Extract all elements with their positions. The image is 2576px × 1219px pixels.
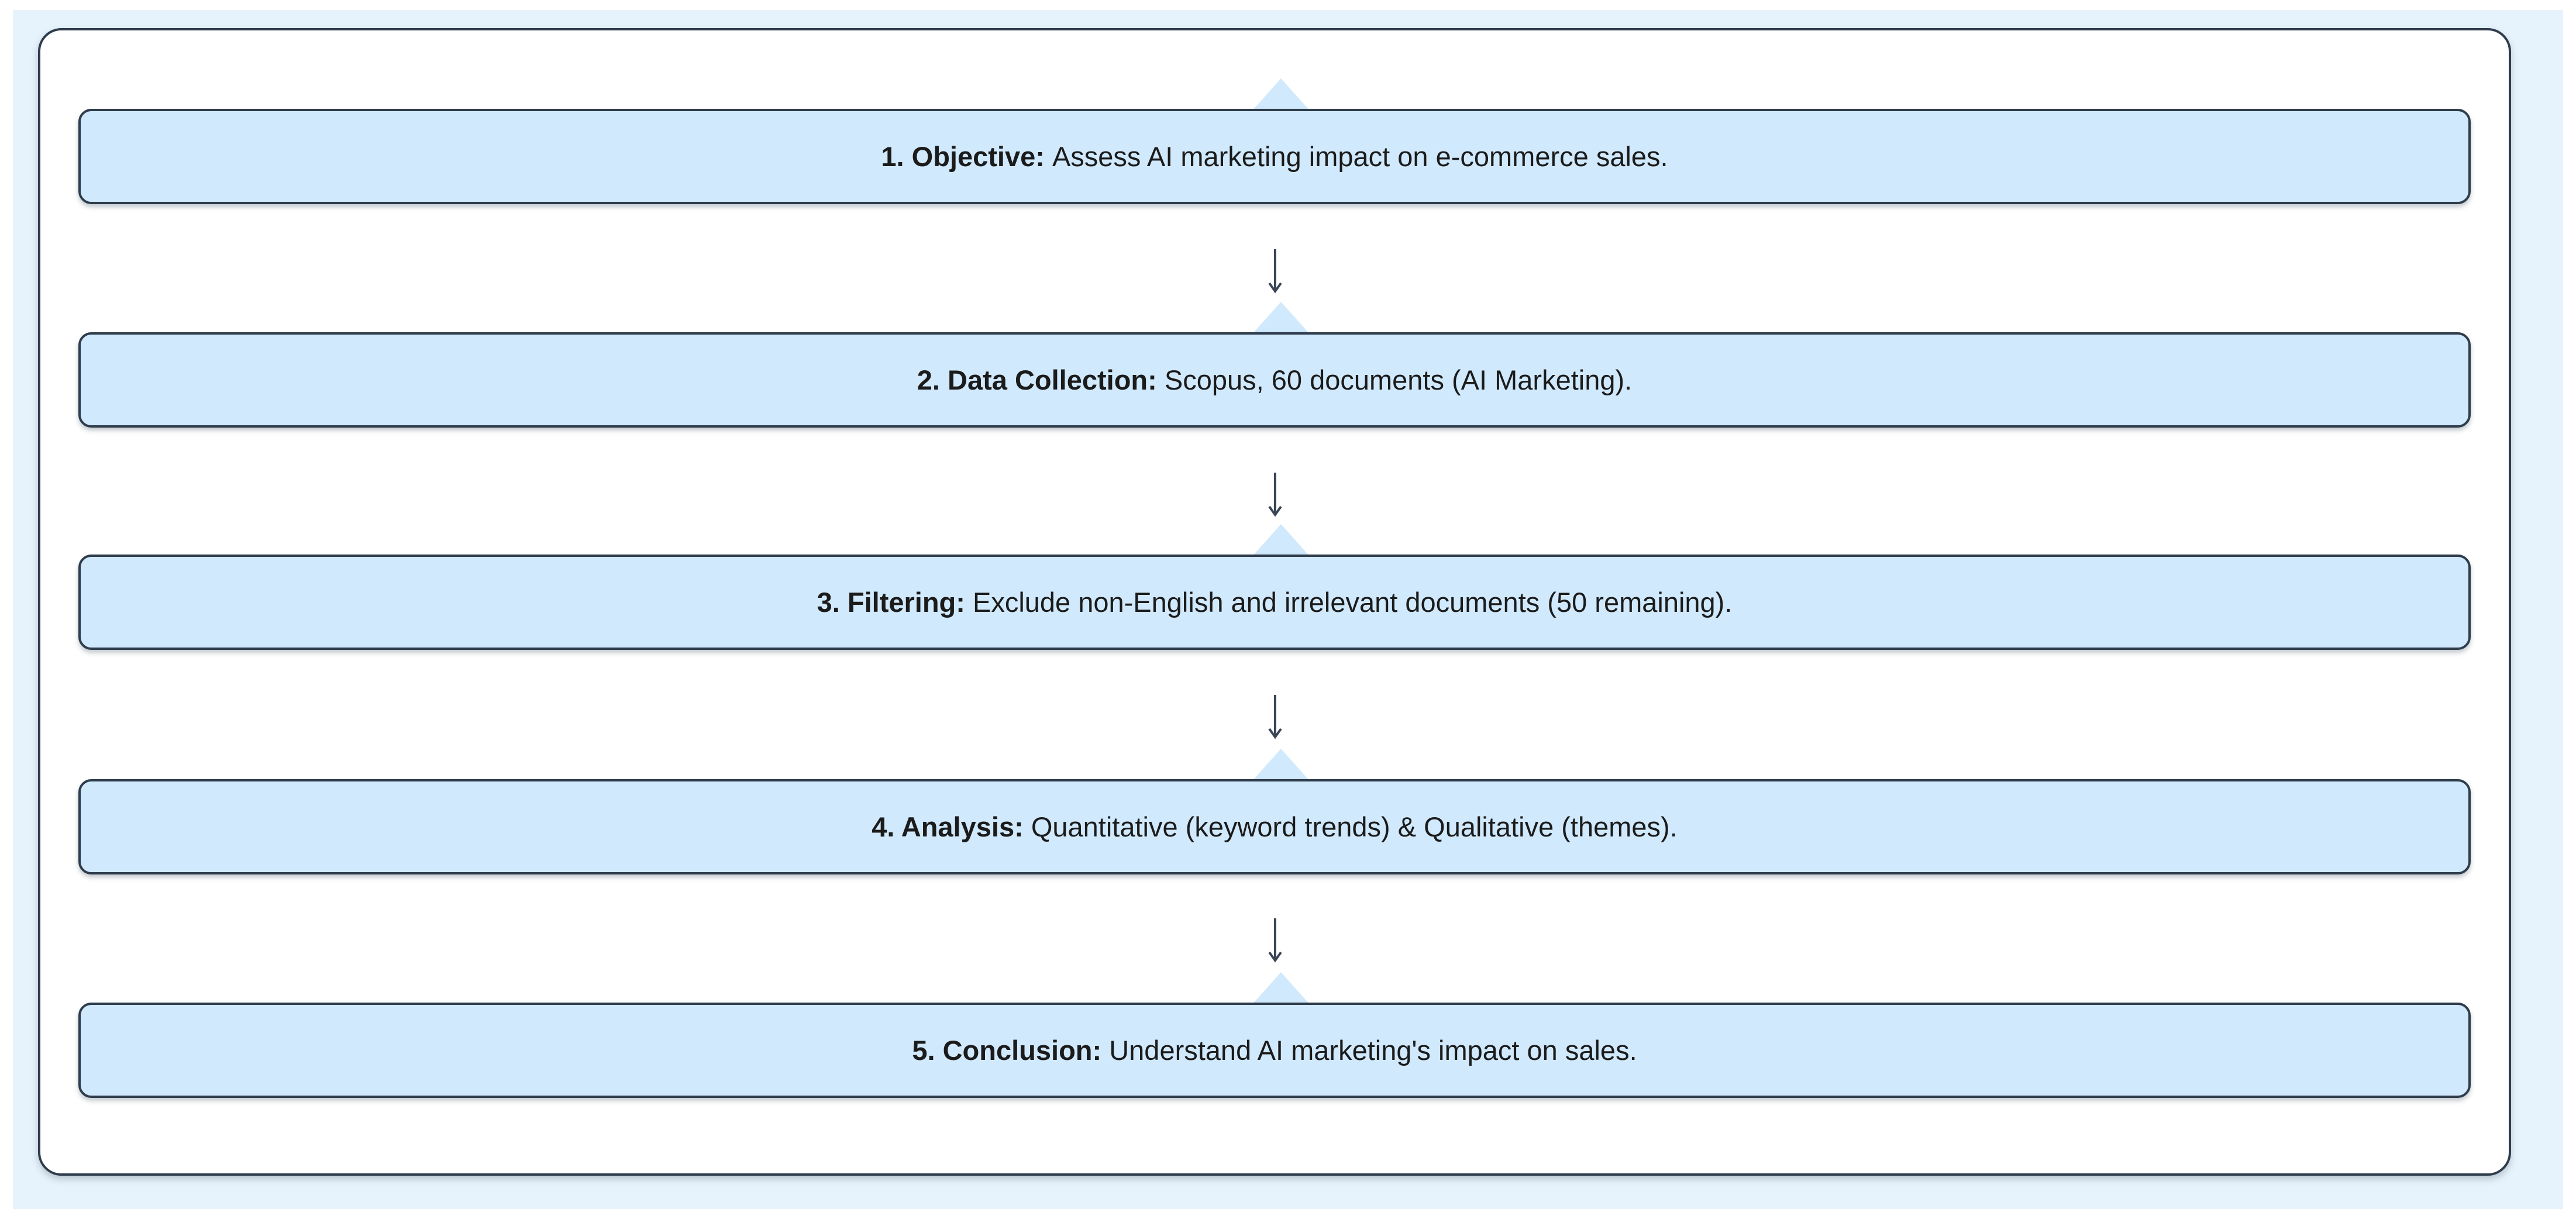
step-text: Exclude non-English and irrelevant docum…	[972, 587, 1733, 618]
down-arrow-icon	[1268, 695, 1282, 739]
down-arrow-icon	[1268, 918, 1282, 963]
step-text: Quantitative (keyword trends) & Qualitat…	[1031, 811, 1678, 842]
step-text: Scopus, 60 documents (AI Marketing).	[1164, 364, 1633, 395]
step-conclusion: 5. Conclusion: Understand AI marketing's…	[78, 1003, 2471, 1098]
step-text: Assess AI marketing impact on e-commerce…	[1052, 141, 1668, 172]
step-objective: 1. Objective: Assess AI marketing impact…	[78, 109, 2471, 204]
down-arrow-icon	[1268, 249, 1282, 294]
triangle-notch-icon	[1252, 302, 1310, 335]
triangle-notch-icon	[1252, 749, 1310, 781]
step-label: 2. Data Collection:	[917, 364, 1157, 395]
step-data-collection: 2. Data Collection: Scopus, 60 documents…	[78, 332, 2471, 428]
step-label: 5. Conclusion:	[912, 1035, 1102, 1066]
step-label: 4. Analysis:	[872, 811, 1024, 842]
down-arrow-icon	[1268, 473, 1282, 517]
step-label: 3. Filtering:	[817, 587, 965, 618]
triangle-notch-icon	[1252, 524, 1310, 557]
step-text: Understand AI marketing's impact on sale…	[1109, 1035, 1637, 1066]
triangle-notch-icon	[1252, 78, 1310, 111]
step-label: 1. Objective:	[881, 141, 1045, 172]
step-analysis: 4. Analysis: Quantitative (keyword trend…	[78, 779, 2471, 874]
triangle-notch-icon	[1252, 972, 1310, 1005]
step-filtering: 3. Filtering: Exclude non-English and ir…	[78, 555, 2471, 650]
